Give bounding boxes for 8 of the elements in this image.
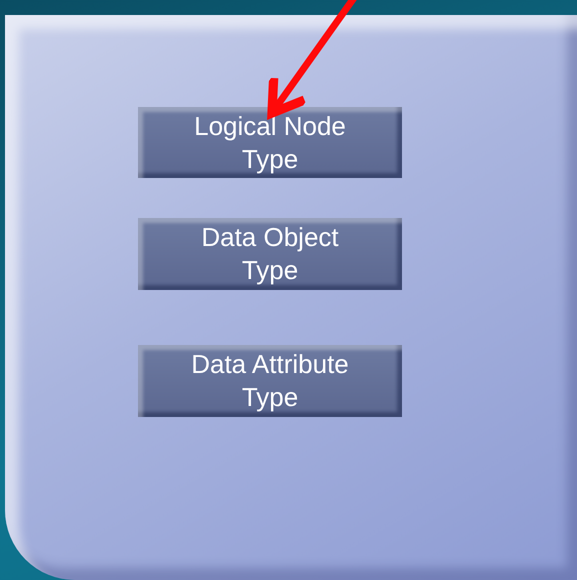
type-label: Logical Node Type <box>193 110 347 176</box>
arrow <box>267 0 359 118</box>
type-box <box>138 107 402 178</box>
type-label: Data Attribute Type <box>190 348 350 414</box>
type-box <box>138 218 402 290</box>
panel-background <box>5 15 577 580</box>
type-label: Data Object Type <box>200 221 340 287</box>
type-box <box>138 345 402 417</box>
